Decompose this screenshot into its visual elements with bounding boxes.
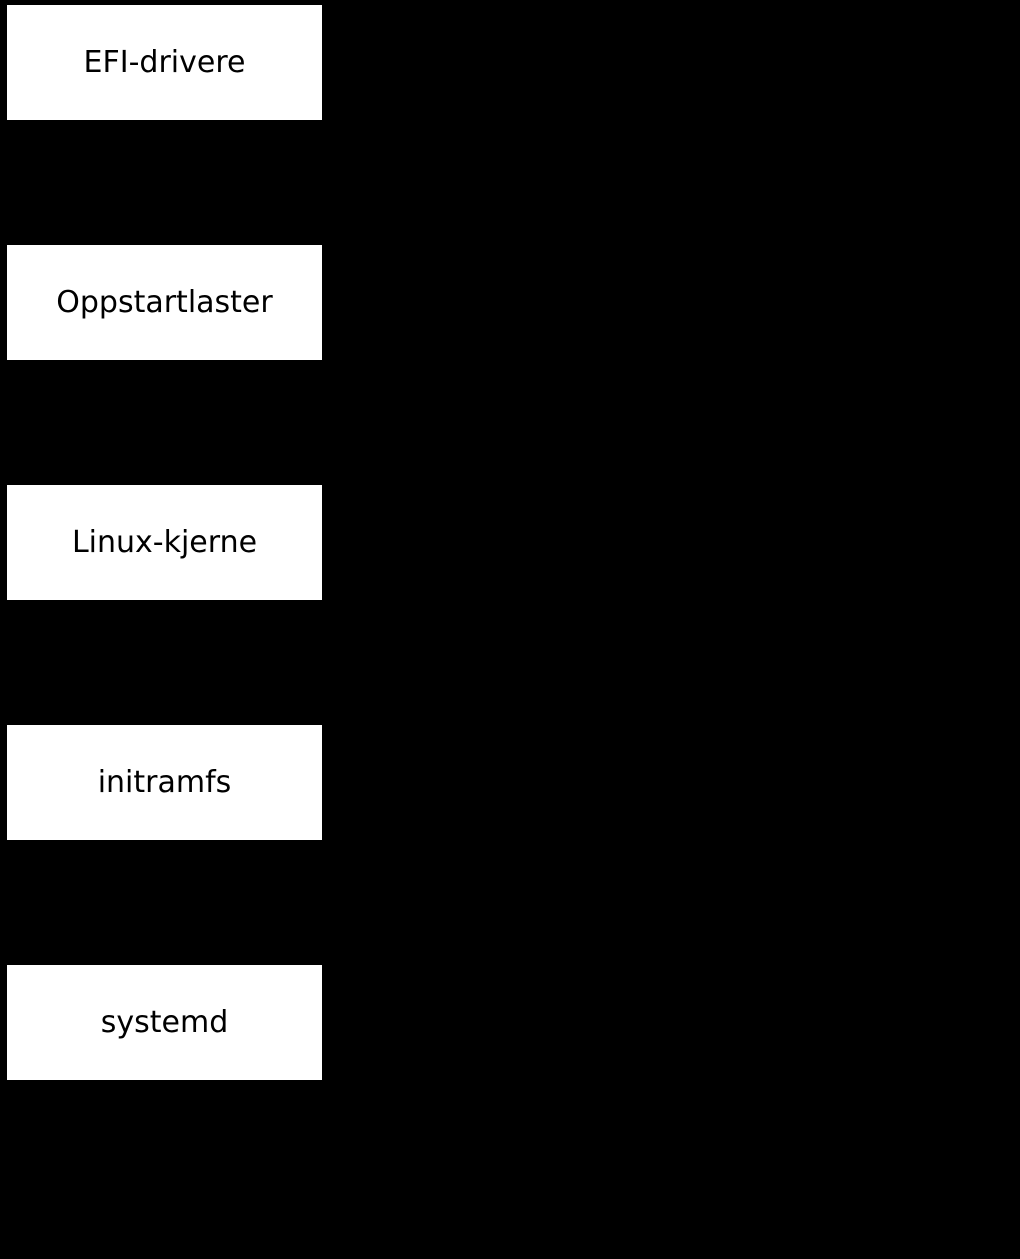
stage-label: Linux-kjerne bbox=[71, 524, 258, 560]
stage-label: Oppstartlaster bbox=[56, 284, 273, 320]
stage-box-initramfs[interactable]: initramfs bbox=[7, 725, 322, 840]
stage-box-systemd[interactable]: systemd bbox=[7, 965, 322, 1080]
stage-box-linux-kjerne[interactable]: Linux-kjerne bbox=[7, 485, 322, 600]
stage-box-efi-drivere[interactable]: EFI-drivere bbox=[7, 5, 322, 120]
stage-label: systemd bbox=[100, 1004, 229, 1040]
stage-label: EFI-drivere bbox=[83, 44, 246, 80]
stage-box-oppstartlaster[interactable]: Oppstartlaster bbox=[7, 245, 322, 360]
stage-label: initramfs bbox=[97, 764, 232, 800]
